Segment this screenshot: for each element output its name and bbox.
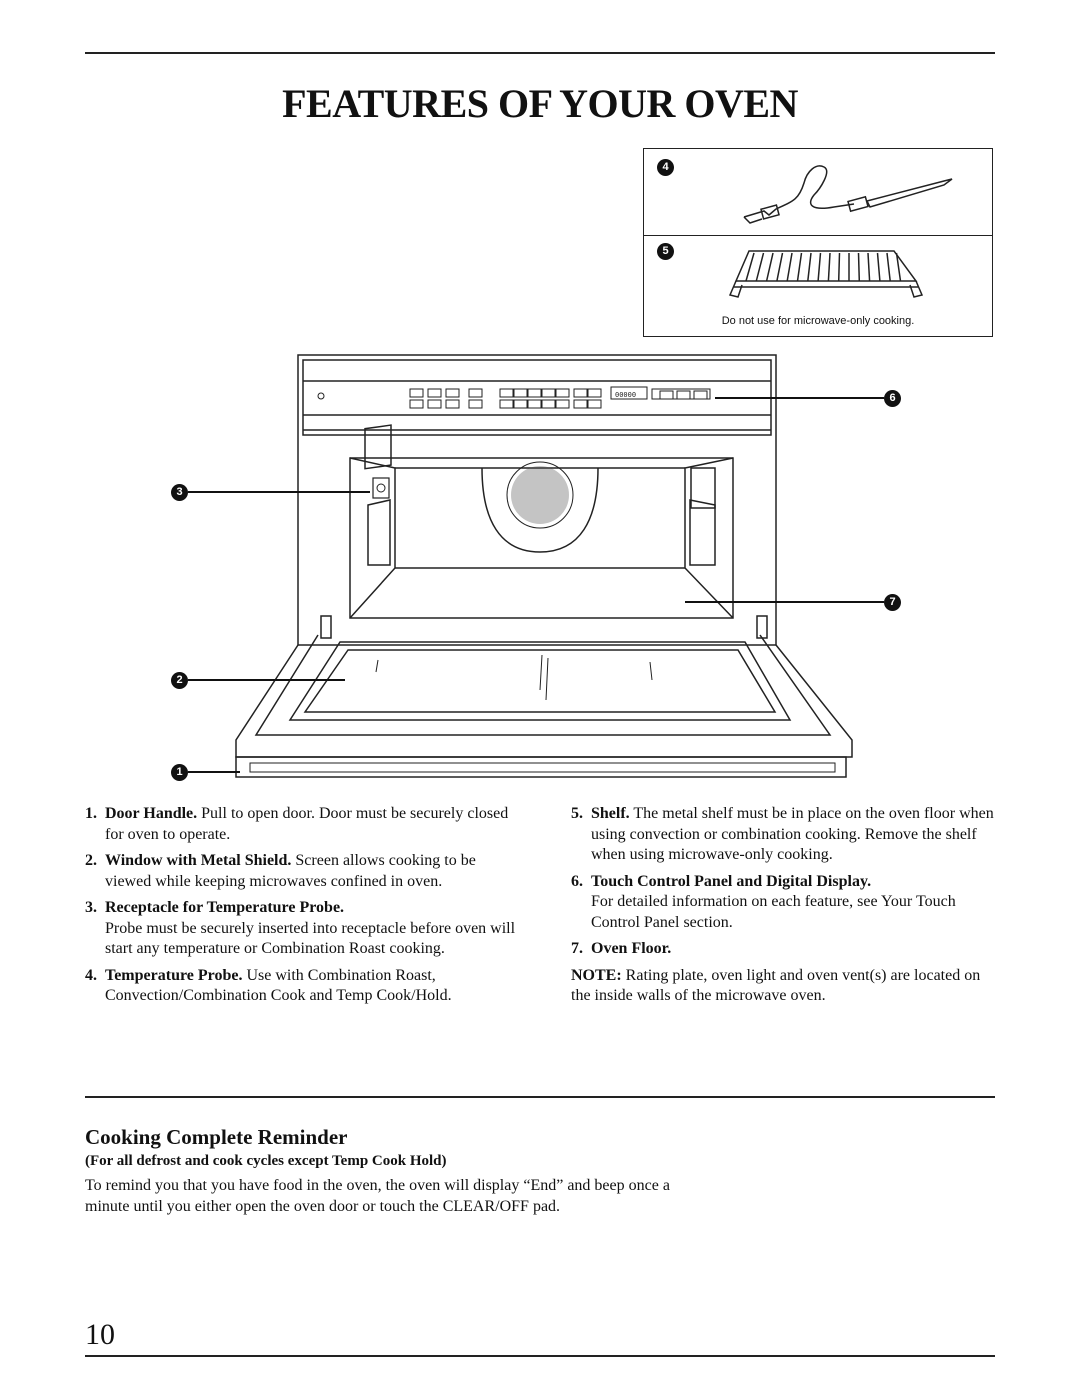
callout-2: 2 — [171, 672, 188, 689]
page-number: 10 — [85, 1318, 115, 1351]
oven-illustration: 00000 — [188, 354, 884, 778]
reminder-body: To remind you that you have food in the … — [85, 1177, 670, 1215]
accessory-divider — [644, 235, 992, 236]
feature-title: Door Handle. — [105, 805, 198, 822]
feature-title: Receptacle for Temperature Probe. — [105, 899, 345, 916]
feature-number: 5. — [571, 805, 583, 822]
feature-number: 6. — [571, 872, 583, 890]
note-label: NOTE: — [571, 966, 622, 984]
control-panel-display: 00000 — [615, 391, 636, 399]
feature-item-touch-control-panel: 6. Touch Control Panel and Digital Displ… — [571, 872, 996, 934]
feature-number: 4. — [85, 966, 97, 984]
page-title: FEATURES OF YOUR OVEN — [282, 81, 798, 126]
feature-text: The metal shelf must be in place on the … — [591, 805, 994, 863]
feature-text: For detailed information on each feature… — [591, 893, 956, 931]
section-rule — [85, 1096, 995, 1098]
reminder-subheading: (For all defrost and cook cycles except … — [85, 1153, 447, 1169]
feature-item-oven-floor: 7. Oven Floor. — [571, 939, 996, 960]
callout-1: 1 — [171, 764, 188, 781]
feature-item-temperature-probe: 4. Temperature Probe. Use with Combinati… — [85, 966, 525, 1007]
top-rule — [85, 52, 995, 54]
temperature-probe-illustration — [743, 165, 953, 224]
accessory-note: Do not use for microwave-only cooking. — [721, 315, 915, 327]
features-left-column: 1. Door Handle. Pull to open door. Door … — [85, 804, 525, 1013]
feature-item-door-handle: 1. Door Handle. Pull to open door. Door … — [85, 804, 525, 845]
callout-7: 7 — [884, 594, 901, 611]
feature-title: Window with Metal Shield. — [105, 852, 292, 869]
feature-number: 3. — [85, 899, 97, 916]
feature-item-receptacle: 3. Receptacle for Temperature Probe. Prob… — [85, 898, 525, 960]
reminder-heading: Cooking Complete Reminder — [85, 1125, 348, 1149]
bottom-rule — [85, 1355, 995, 1357]
feature-text: Use with Combination Roast, Convection/C… — [105, 966, 452, 1005]
feature-item-window: 2. Window with Metal Shield. Screen allo… — [85, 851, 525, 892]
feature-title: Oven Floor. — [591, 940, 672, 957]
feature-title: Temperature Probe. — [105, 966, 243, 984]
feature-number: 7. — [571, 940, 583, 957]
feature-number: 1. — [85, 805, 97, 822]
feature-text: Probe must be securely inserted into rec… — [105, 919, 516, 958]
feature-text: Screen allows cooking to be viewed while… — [105, 852, 476, 890]
callout-6: 6 — [884, 390, 901, 407]
feature-title: Touch Control Panel and Digital Display. — [591, 872, 872, 890]
feature-title: Shelf. — [591, 805, 630, 822]
accessory-box: 4 5 Do not use for microwave-only cookin… — [643, 148, 993, 337]
feature-note: NOTE: Rating plate, oven light and oven … — [571, 966, 996, 1007]
feature-item-shelf: 5. Shelf. The metal shelf must be in pla… — [571, 804, 996, 866]
callout-4: 4 — [657, 159, 674, 176]
note-text: Rating plate, oven light and oven vent(s… — [571, 966, 981, 1005]
feature-text: Pull to open door. Door must be securely… — [105, 805, 509, 843]
oven-shelf-illustration — [728, 250, 924, 298]
features-right-column: 5. Shelf. The metal shelf must be in pla… — [571, 804, 996, 1007]
feature-number: 2. — [85, 852, 97, 869]
callout-3: 3 — [171, 484, 188, 501]
callout-5: 5 — [657, 243, 674, 260]
